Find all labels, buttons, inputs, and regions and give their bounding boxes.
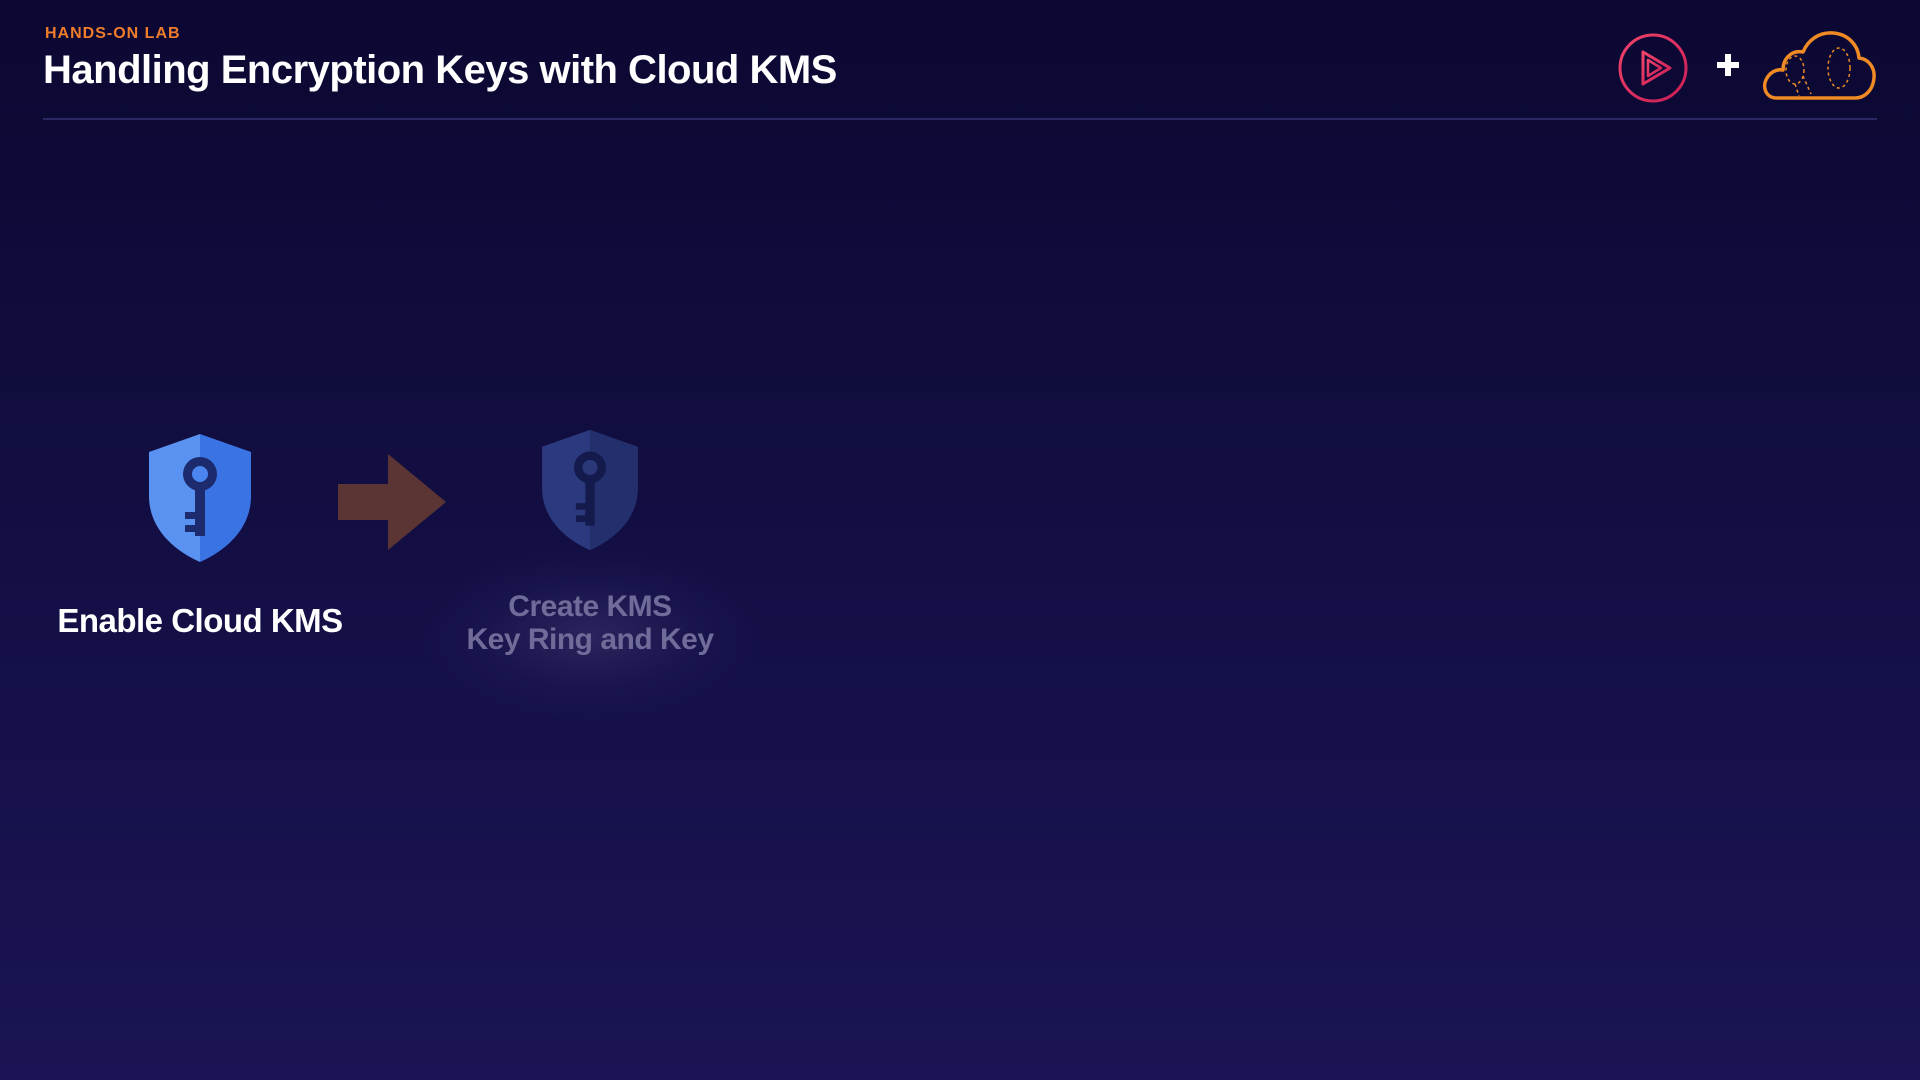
header-divider — [43, 118, 1877, 120]
shield-key-icon — [149, 434, 251, 562]
play-circle-icon — [1618, 33, 1688, 103]
step-label-wrap: Create KMS Key Ring and Key — [420, 550, 760, 720]
step-enable-cloud-kms: Enable Cloud KMS — [40, 432, 360, 640]
step-create-key-ring: Create KMS Key Ring and Key — [420, 428, 760, 720]
brand-logos — [1617, 28, 1877, 108]
label-glow — [420, 550, 760, 720]
shield-key-icon — [542, 429, 638, 551]
cloud-icon — [1763, 31, 1876, 100]
eyebrow-label: HANDS-ON LAB — [45, 25, 181, 42]
slide-header: HANDS-ON LAB Handling Encryption Keys wi… — [43, 0, 1877, 120]
plus-icon — [1717, 54, 1739, 76]
slide-title: Handling Encryption Keys with Cloud KMS — [43, 48, 837, 92]
arrow-right-icon — [338, 454, 446, 550]
step-label-line-1: Create KMS — [508, 590, 672, 623]
step-label-line-2: Key Ring and Key — [466, 623, 714, 656]
step-label: Enable Cloud KMS — [57, 602, 343, 639]
